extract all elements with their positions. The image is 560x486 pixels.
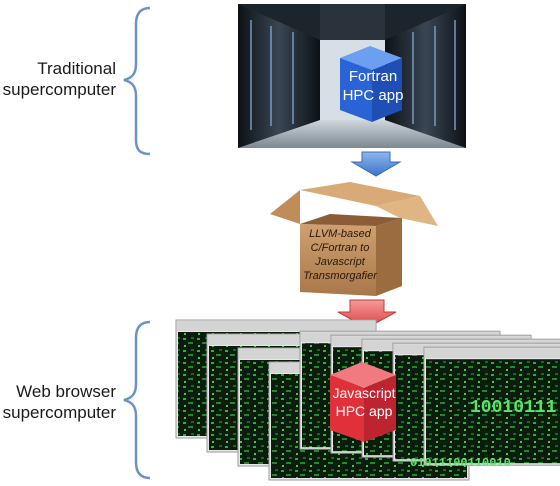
top-brace (123, 6, 151, 156)
browser-label-line2: supercomputer (2, 403, 116, 422)
down-arrow-red (337, 299, 397, 329)
down-arrow-blue (350, 151, 402, 177)
box-text: LLVM-based C/Fortran to Javascript Trans… (296, 227, 384, 283)
browser-window (423, 346, 560, 466)
box-line2: C/Fortran to (310, 242, 370, 254)
traditional-label: Traditional supercomputer (0, 58, 116, 100)
fortran-cube-line2: HPC app (342, 87, 404, 104)
cardboard-box (270, 182, 438, 296)
fortran-cube-text: Fortran HPC app (336, 67, 410, 105)
javascript-cube-line1: Javascript (332, 385, 396, 401)
fortran-cube (340, 46, 402, 122)
traditional-label-line1: Traditional (37, 59, 116, 78)
traditional-label-line2: supercomputer (2, 80, 116, 99)
box-line4: Transmorgafier (303, 270, 377, 282)
datacenter-image (238, 4, 466, 148)
box-line3: Javascript (315, 256, 365, 268)
fortran-cube-line1: Fortran (348, 68, 398, 85)
javascript-cube-line2: HPC app (335, 403, 393, 419)
binary-text-2: 01011100110010 (410, 456, 511, 470)
binary-text-1: 10010111 (470, 398, 557, 418)
browser-label-line1: Web browser (16, 382, 116, 401)
box-line1: LLVM-based (309, 228, 371, 240)
browser-label: Web browser supercomputer (0, 381, 116, 423)
bottom-brace (123, 320, 151, 480)
javascript-cube-text: Javascript HPC app (324, 384, 404, 420)
javascript-cube (330, 362, 396, 442)
